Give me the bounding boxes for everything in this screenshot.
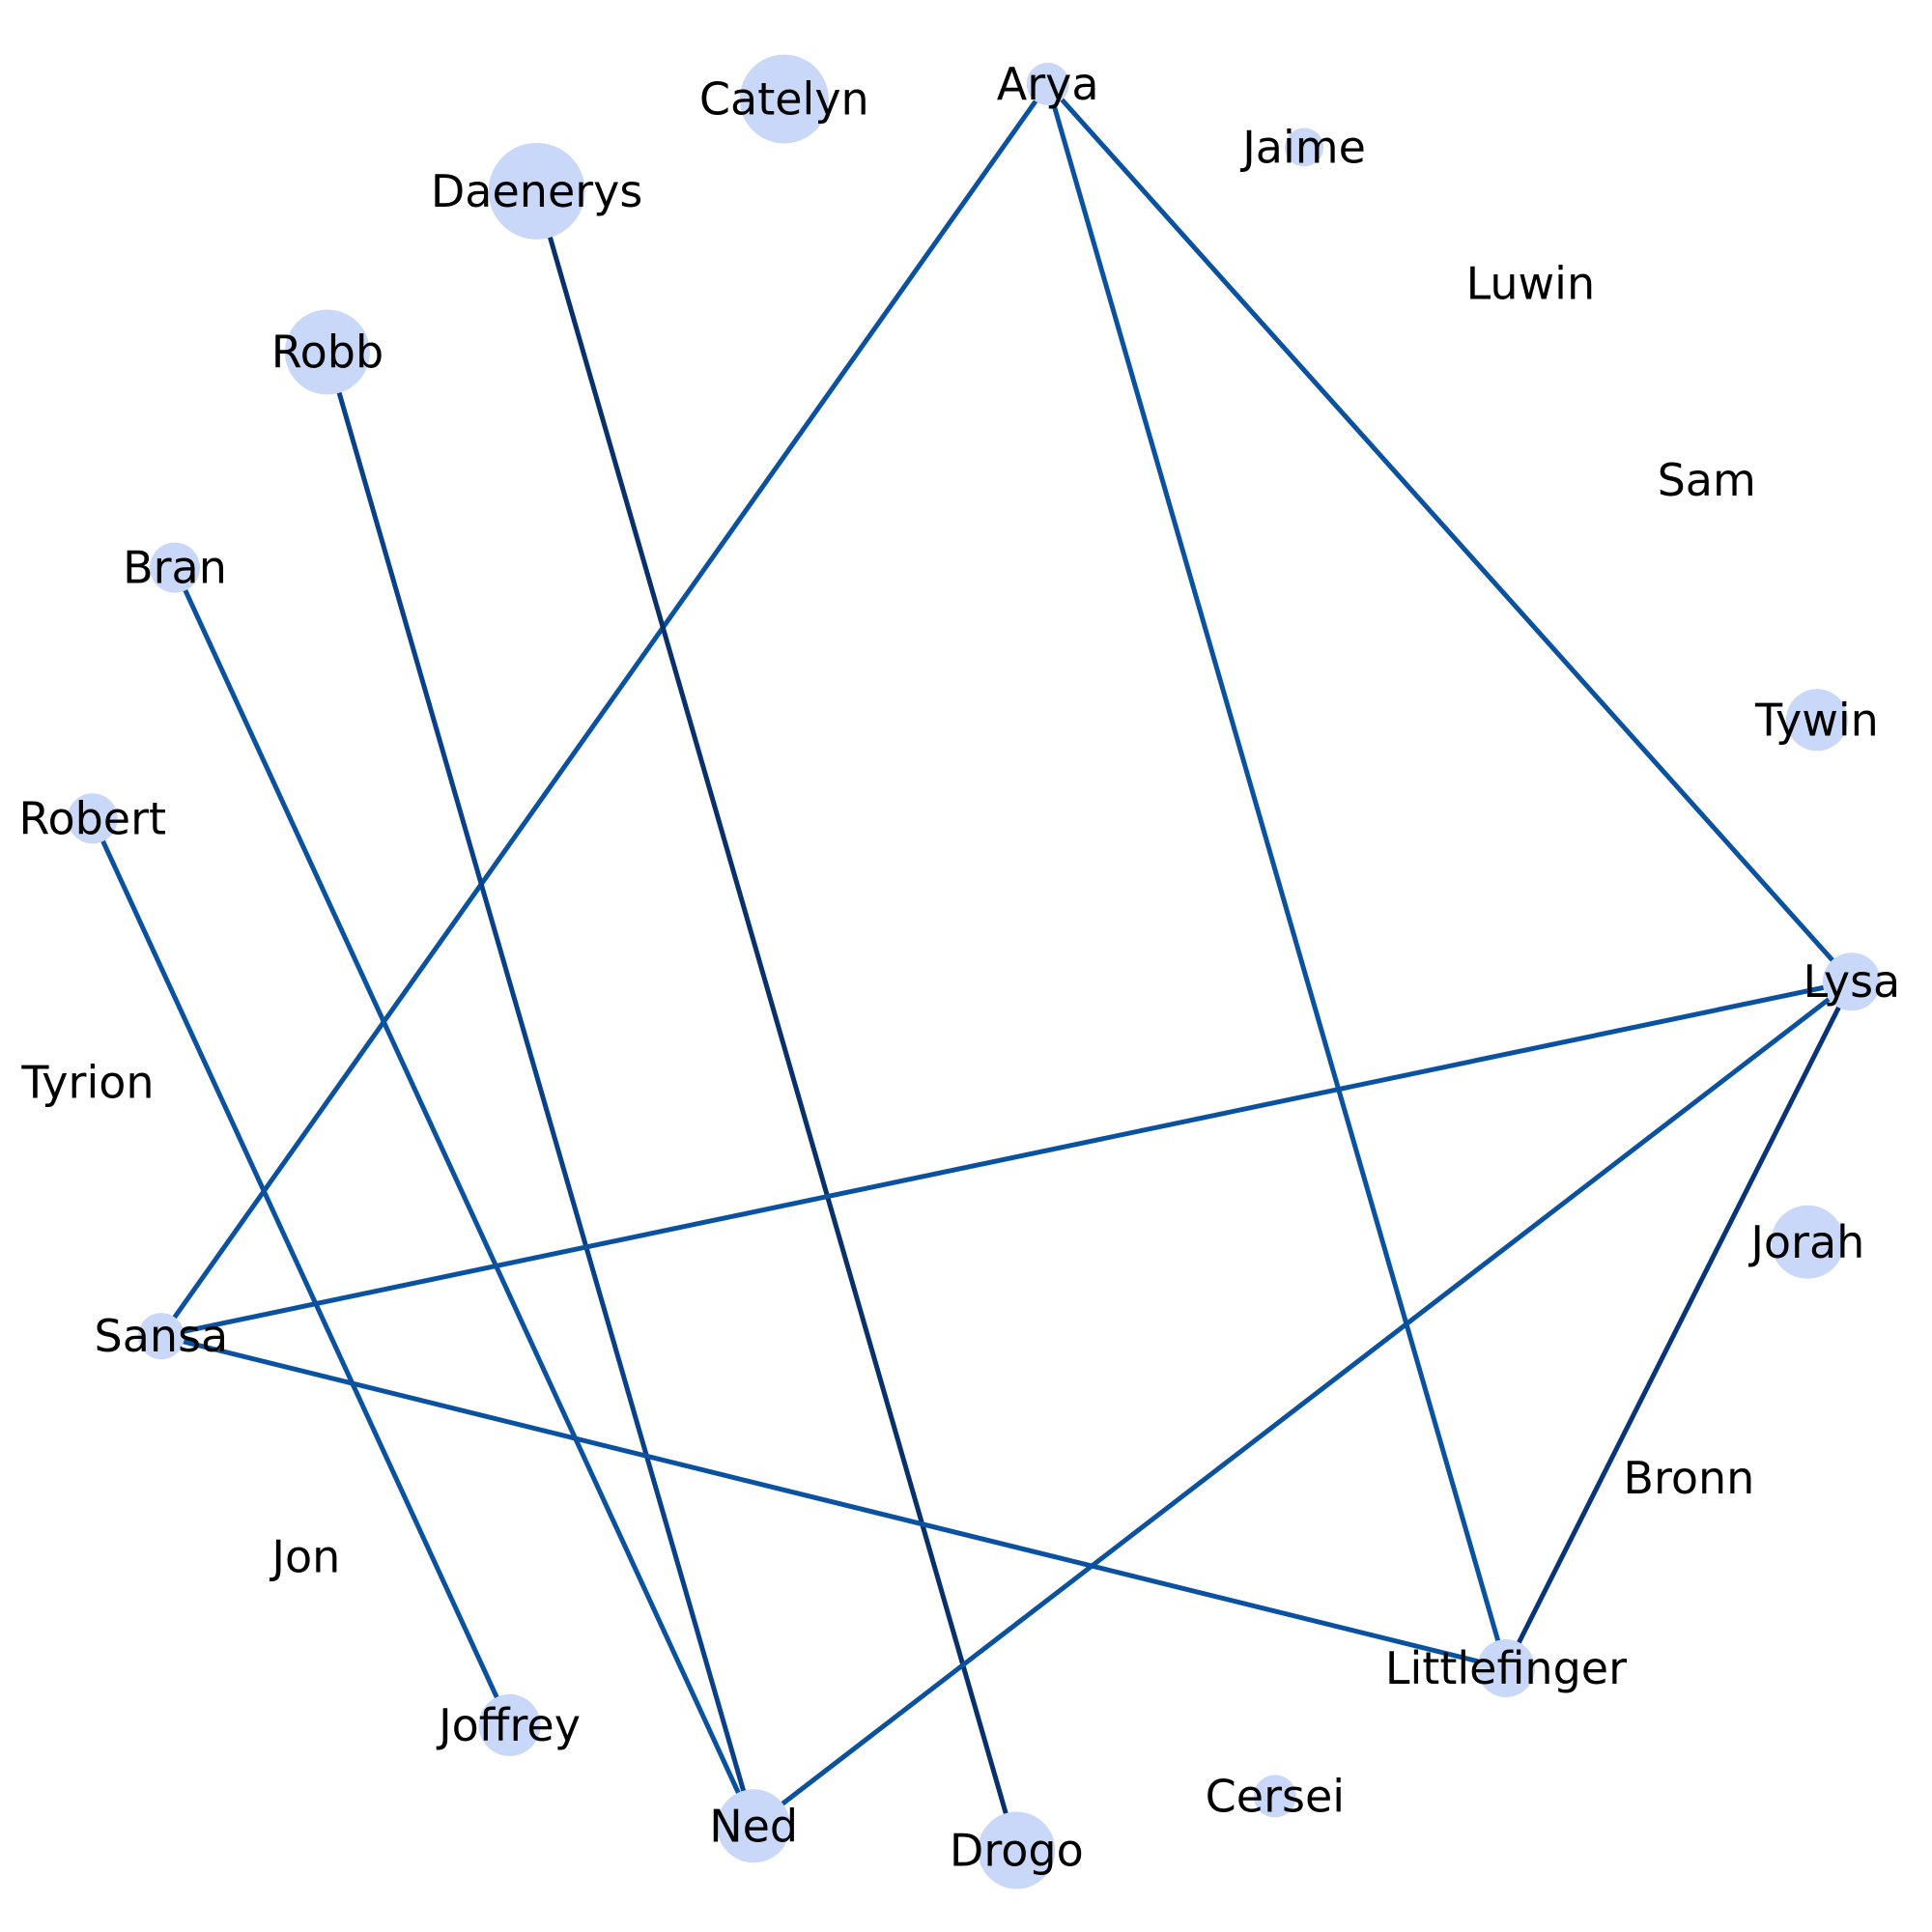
edge-robb-ned	[325, 351, 756, 1827]
labels-layer: AryaCatelynDaenerysRobbBranRobertTyrionS…	[19, 58, 1901, 1877]
node-label-robert: Robert	[19, 792, 167, 844]
node-jorah[interactable]	[1771, 1205, 1845, 1279]
node-label-drogo: Drogo	[950, 1825, 1084, 1877]
edge-ned-lysa	[752, 980, 1854, 1829]
node-label-sansa: Sansa	[95, 1310, 229, 1362]
node-label-sam: Sam	[1658, 454, 1756, 506]
edge-arya-lysa	[1045, 82, 1854, 983]
node-jaime[interactable]	[1285, 128, 1324, 167]
node-ned[interactable]	[717, 1789, 791, 1863]
node-tywin[interactable]	[1785, 689, 1848, 752]
node-label-tywin: Tywin	[1754, 694, 1879, 746]
node-label-ned: Ned	[709, 1800, 798, 1852]
node-label-joffrey: Joffrey	[436, 1699, 581, 1751]
node-robert[interactable]	[67, 793, 118, 844]
edge-bran-ned	[172, 566, 756, 1828]
node-label-cersei: Cersei	[1206, 1770, 1345, 1822]
node-label-bronn: Bronn	[1623, 1452, 1754, 1504]
node-littlefinger[interactable]	[1476, 1638, 1535, 1697]
node-sansa[interactable]	[137, 1313, 185, 1360]
node-label-lysa: Lysa	[1803, 955, 1900, 1008]
node-joffrey[interactable]	[478, 1693, 541, 1756]
edge-daenerys-drogo	[534, 190, 1019, 1852]
node-catelyn[interactable]	[739, 54, 829, 144]
node-daenerys[interactable]	[488, 142, 585, 240]
node-label-catelyn: Catelyn	[699, 73, 869, 126]
node-arya[interactable]	[1026, 62, 1069, 105]
edges-layer	[90, 82, 1855, 1852]
node-label-robb: Robb	[271, 326, 384, 378]
edge-arya-sansa	[158, 82, 1050, 1338]
node-cersei[interactable]	[1253, 1775, 1296, 1818]
node-label-tyrion: Tyrion	[20, 1057, 154, 1109]
edge-littlefinger-lysa	[1503, 980, 1855, 1670]
node-label-luwin: Luwin	[1466, 257, 1596, 309]
nodes-layer	[67, 54, 1881, 1889]
node-lysa[interactable]	[1822, 952, 1881, 1011]
node-label-arya: Arya	[997, 58, 1099, 110]
edge-robert-joffrey	[90, 817, 512, 1726]
node-robb[interactable]	[284, 309, 370, 395]
node-drogo[interactable]	[978, 1811, 1056, 1889]
node-label-jaime: Jaime	[1239, 121, 1366, 173]
node-label-jorah: Jorah	[1747, 1216, 1864, 1268]
node-label-littlefinger: Littlefinger	[1385, 1642, 1627, 1694]
node-label-bran: Bran	[123, 542, 227, 594]
edge-sansa-lysa	[160, 979, 1853, 1339]
node-label-jon: Jon	[269, 1531, 340, 1583]
node-bran[interactable]	[149, 542, 200, 593]
edge-sansa-littlefinger	[160, 1333, 1507, 1671]
node-label-daenerys: Daenerys	[431, 165, 642, 217]
edge-arya-littlefinger	[1045, 83, 1509, 1669]
